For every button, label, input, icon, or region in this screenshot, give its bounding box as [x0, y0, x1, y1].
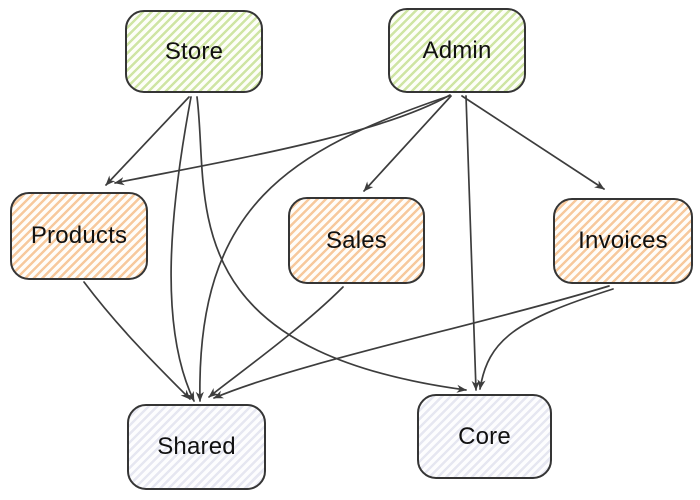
node-shared[interactable]: Shared	[127, 404, 266, 490]
edge-admin-shared	[195, 95, 450, 402]
edge-products-shared	[83, 281, 191, 400]
node-sales[interactable]: Sales	[288, 197, 425, 284]
edge-store-core	[196, 96, 467, 393]
node-products[interactable]: Products	[10, 192, 148, 280]
edge-admin-invoices	[461, 95, 605, 190]
node-store[interactable]: Store	[125, 10, 263, 93]
node-admin-label: Admin	[422, 36, 492, 64]
node-shared-label: Shared	[157, 433, 236, 460]
edge-invoices-core	[477, 288, 614, 390]
node-invoices[interactable]: Invoices	[553, 198, 693, 284]
node-admin[interactable]: Admin	[388, 8, 526, 93]
edge-sales-shared	[208, 286, 344, 398]
edge-admin-core	[465, 95, 480, 391]
node-products-label: Products	[30, 222, 128, 249]
edge-admin-sales	[363, 95, 452, 192]
node-store-label: Store	[164, 37, 224, 65]
edge-store-products	[105, 96, 190, 186]
edge-admin-products	[114, 94, 451, 186]
edge-invoices-shared	[213, 285, 610, 399]
node-invoices-label: Invoices	[578, 227, 668, 254]
edge-store-shared	[170, 96, 195, 402]
node-core-label: Core	[458, 422, 511, 450]
node-sales-label: Sales	[325, 226, 388, 254]
node-core[interactable]: Core	[417, 394, 552, 479]
